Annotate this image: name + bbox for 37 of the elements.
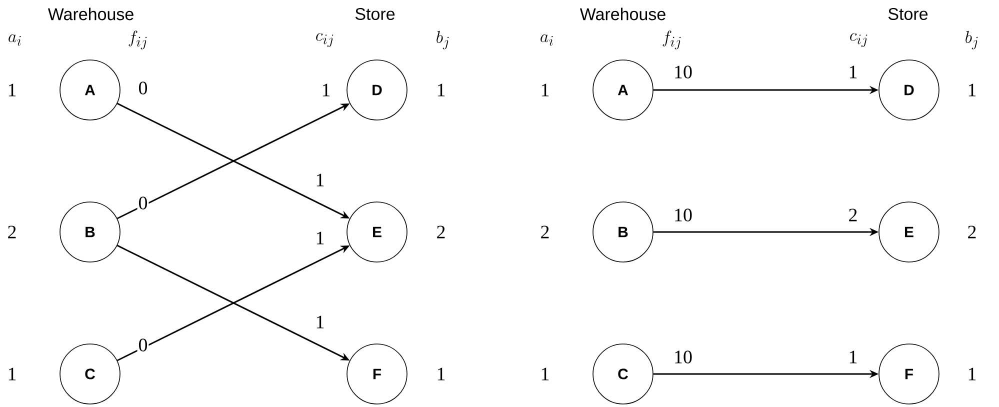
edge-label: 10: [672, 64, 694, 80]
column-header: $b_j$: [966, 30, 978, 50]
column-header: $f_{ij}$: [662, 30, 681, 50]
group-heading: Store: [888, 8, 928, 20]
edge-label: 10: [672, 208, 694, 222]
edge-label: 0: [137, 80, 149, 96]
column-header: $a_i$: [8, 34, 21, 46]
column-header: $c_{ij}$: [316, 32, 334, 47]
supply-value: 2: [8, 226, 16, 238]
cost-value: 1: [847, 350, 859, 364]
cost-value: 1: [847, 64, 859, 80]
supply-value: 1: [8, 368, 16, 380]
group-heading: Store: [355, 8, 395, 20]
cost-value: 1: [314, 230, 326, 246]
supply-value: 1: [8, 84, 16, 96]
group-heading: Warehouse: [48, 8, 134, 20]
column-header: $c_{ij}$: [850, 32, 868, 47]
cost-value: 2: [847, 208, 859, 222]
column-header: $a_i$: [540, 34, 553, 46]
supply-value: 1: [438, 84, 445, 96]
cost-value: 1: [320, 82, 332, 98]
group-heading: Warehouse: [580, 8, 666, 20]
column-header: $f_{ij}$: [128, 30, 147, 50]
supply-value: 1: [542, 368, 549, 380]
edge-label: 0: [137, 338, 149, 352]
cost-value: 1: [314, 172, 326, 188]
supply-value: 1: [968, 84, 976, 96]
supply-value: 1: [968, 368, 976, 380]
supply-value: 1: [438, 368, 445, 380]
edge-label: 10: [672, 350, 694, 364]
supply-value: 2: [541, 226, 549, 238]
supply-value: 2: [968, 226, 976, 238]
cost-value: 1: [314, 314, 326, 330]
supply-value: 2: [437, 226, 445, 238]
column-header: $b_j$: [436, 30, 449, 50]
supply-value: 1: [542, 84, 549, 96]
edge-label: 0: [137, 196, 149, 210]
